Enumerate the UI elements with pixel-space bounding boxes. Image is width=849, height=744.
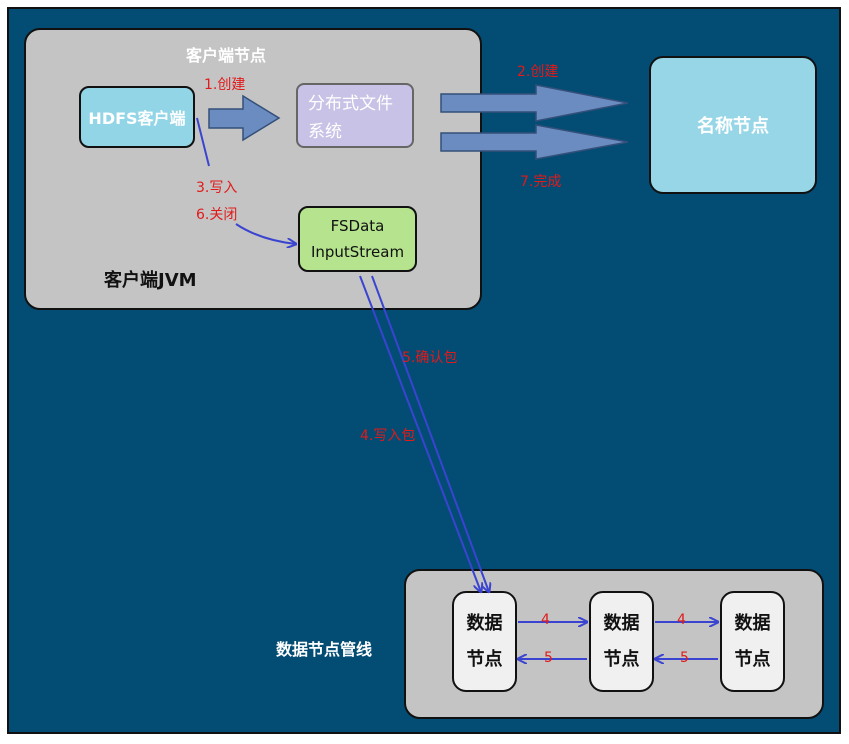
datanode-box-2: 数据 节点 [589,591,654,692]
step-create-2: 2.创建 [517,64,559,80]
datanode-3-line2: 节点 [734,648,771,670]
pipeline-back-label-1: 5 [544,650,553,666]
pipeline-forward-label-2: 4 [677,612,686,628]
ack-packet-line [371,275,489,592]
dfs-label-line2: 系统 [308,122,342,142]
datanode-box-3: 数据 节点 [720,591,785,692]
hdfs-client-box: HDFS客户端 [79,86,195,148]
datanode-1-line1: 数据 [466,612,503,634]
complete-arrow [440,124,629,160]
datanode-2-line2: 节点 [603,648,640,670]
fsdata-label-line1: FSData [330,217,385,235]
pipeline-label: 数据节点管线 [276,640,373,659]
create-arrow-1 [208,94,281,142]
namenode-label: 名称节点 [697,116,769,137]
step-complete-7: 7.完成 [520,174,562,190]
step-write-4: 4.写入包 [360,428,416,444]
write-packet-line [359,275,481,592]
datanode-3-line1: 数据 [734,612,771,634]
client-node-title: 客户端节点 [186,46,267,65]
step-close-6: 6.关闭 [196,207,238,223]
datanode-2-line1: 数据 [603,612,640,634]
write-close-arrow [235,223,296,244]
pipeline-back-label-2: 5 [680,650,689,666]
namenode-box: 名称节点 [649,56,817,194]
distributed-filesystem-box: 分布式文件 系统 [296,83,414,148]
dfs-label-line1: 分布式文件 [308,94,393,114]
datanode-box-1: 数据 节点 [452,591,517,692]
fsdata-inputstream-box: FSData InputStream [298,206,417,272]
datanode-1-line2: 节点 [466,648,503,670]
hdfs-client-label: HDFS客户端 [88,109,186,128]
step-create-1: 1.创建 [204,77,246,93]
step-write-3: 3.写入 [196,180,238,196]
fsdata-label-line2: InputStream [310,243,405,261]
step-ack-5: 5.确认包 [402,350,458,366]
write-close-connector [196,117,210,167]
pipeline-forward-label-1: 4 [541,612,550,628]
client-jvm-label: 客户端JVM [104,270,197,291]
create-arrow-2 [440,84,629,122]
